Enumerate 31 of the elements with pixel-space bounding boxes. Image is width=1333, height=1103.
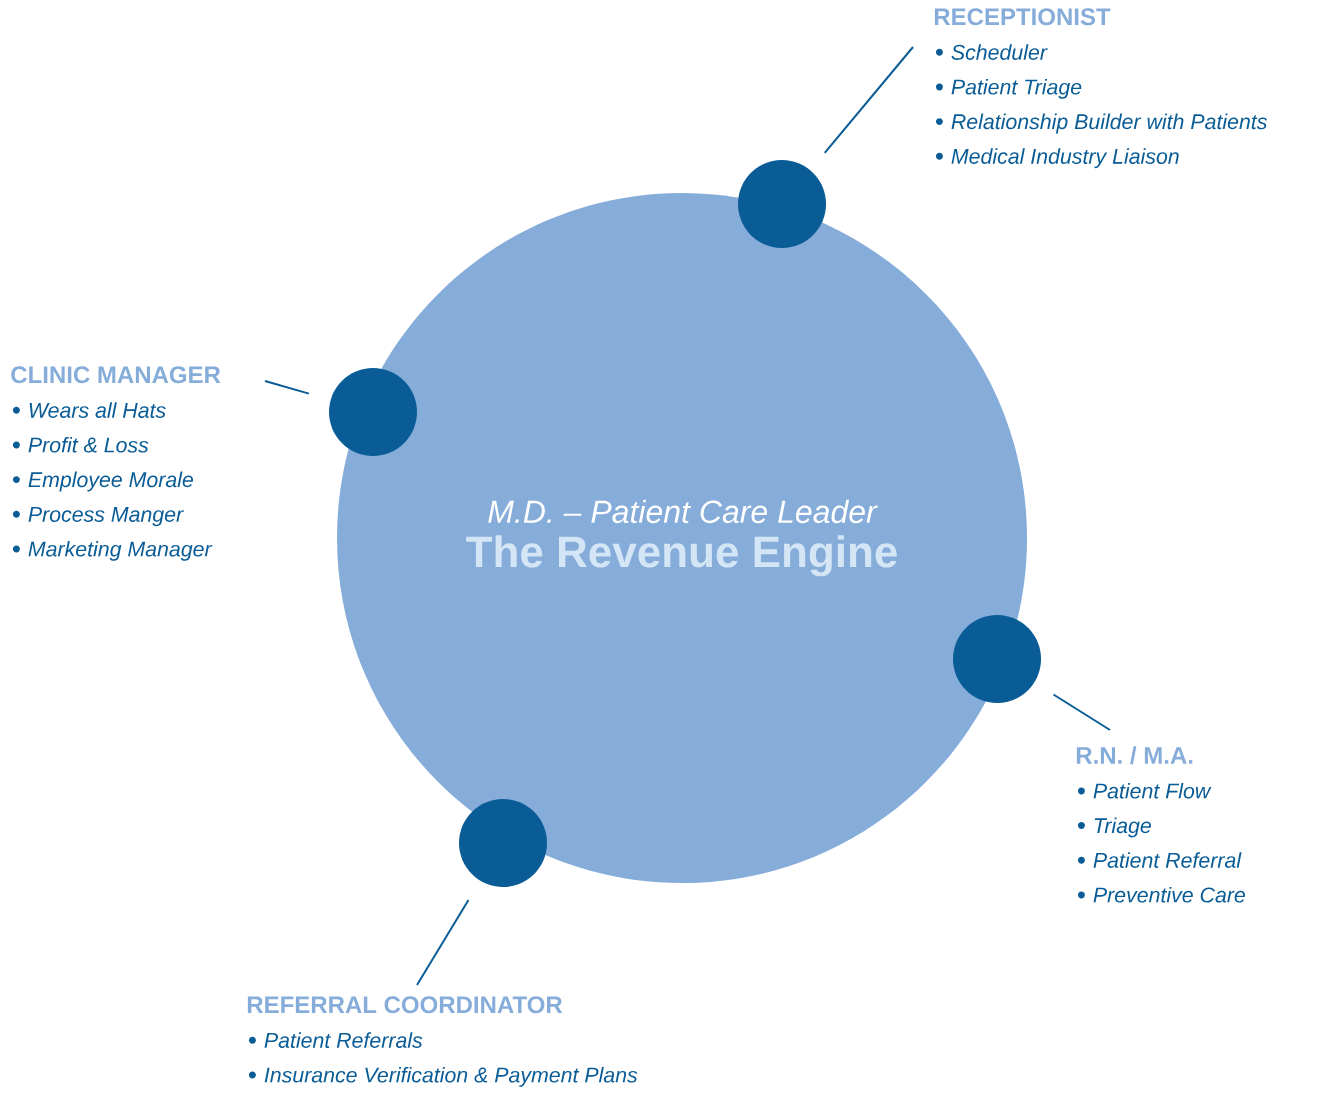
dot	[459, 799, 547, 887]
dot	[329, 368, 417, 456]
node-label: Patient Referral	[1093, 852, 1242, 868]
dot	[953, 615, 1041, 703]
node-label: Patient Flow	[1093, 782, 1212, 799]
leader-line	[1052, 693, 1111, 731]
node-label: Medical Industry Liaison	[951, 148, 1179, 169]
role-text-block: CLINIC MANAGER Wears all Hats Profit & Loss Employee Morale Process Manger Marketing Manager	[11, 366, 221, 561]
node-label: Triage	[1094, 817, 1151, 838]
node-label: Insurance Verification & Payment Plans	[264, 1066, 638, 1087]
node-label: Scheduler	[951, 44, 1048, 60]
node-label: R.N. / M.A.	[1076, 746, 1193, 765]
node-label: Preventive Care	[1093, 886, 1245, 903]
node-label: Marketing Manager	[28, 540, 213, 561]
node-label: REFERRAL COORDINATOR	[247, 996, 563, 1014]
node-label: Patient Triage	[951, 78, 1082, 99]
leader-line	[264, 380, 310, 395]
role-text-block: REFERRAL COORDINATOR Patient Referrals Insurance Verification & Payment Plans	[247, 996, 638, 1087]
dot	[738, 160, 826, 248]
role-text-block: R.N. / M.A. Patient Flow Triage Patient Referral Preventive Care	[1076, 746, 1245, 903]
node-label: Process Manger	[28, 507, 184, 527]
leader-line	[823, 46, 914, 154]
node-label: RECEPTIONIST	[934, 8, 1111, 26]
node-label: Patient Referrals	[264, 1032, 423, 1048]
node-label: Profit & Loss	[28, 436, 149, 453]
leader-line	[416, 899, 470, 986]
node-label: Employee Morale	[28, 471, 194, 492]
node-label: Relationship Builder with Patients	[951, 113, 1267, 134]
node-label: Wears all Hats	[29, 402, 166, 418]
node-label: CLINIC MANAGER	[11, 366, 221, 384]
role-text-block: RECEPTIONIST Scheduler Patient Triage Relationship Builder with Patients Medical Industry Liaison	[934, 8, 1267, 169]
